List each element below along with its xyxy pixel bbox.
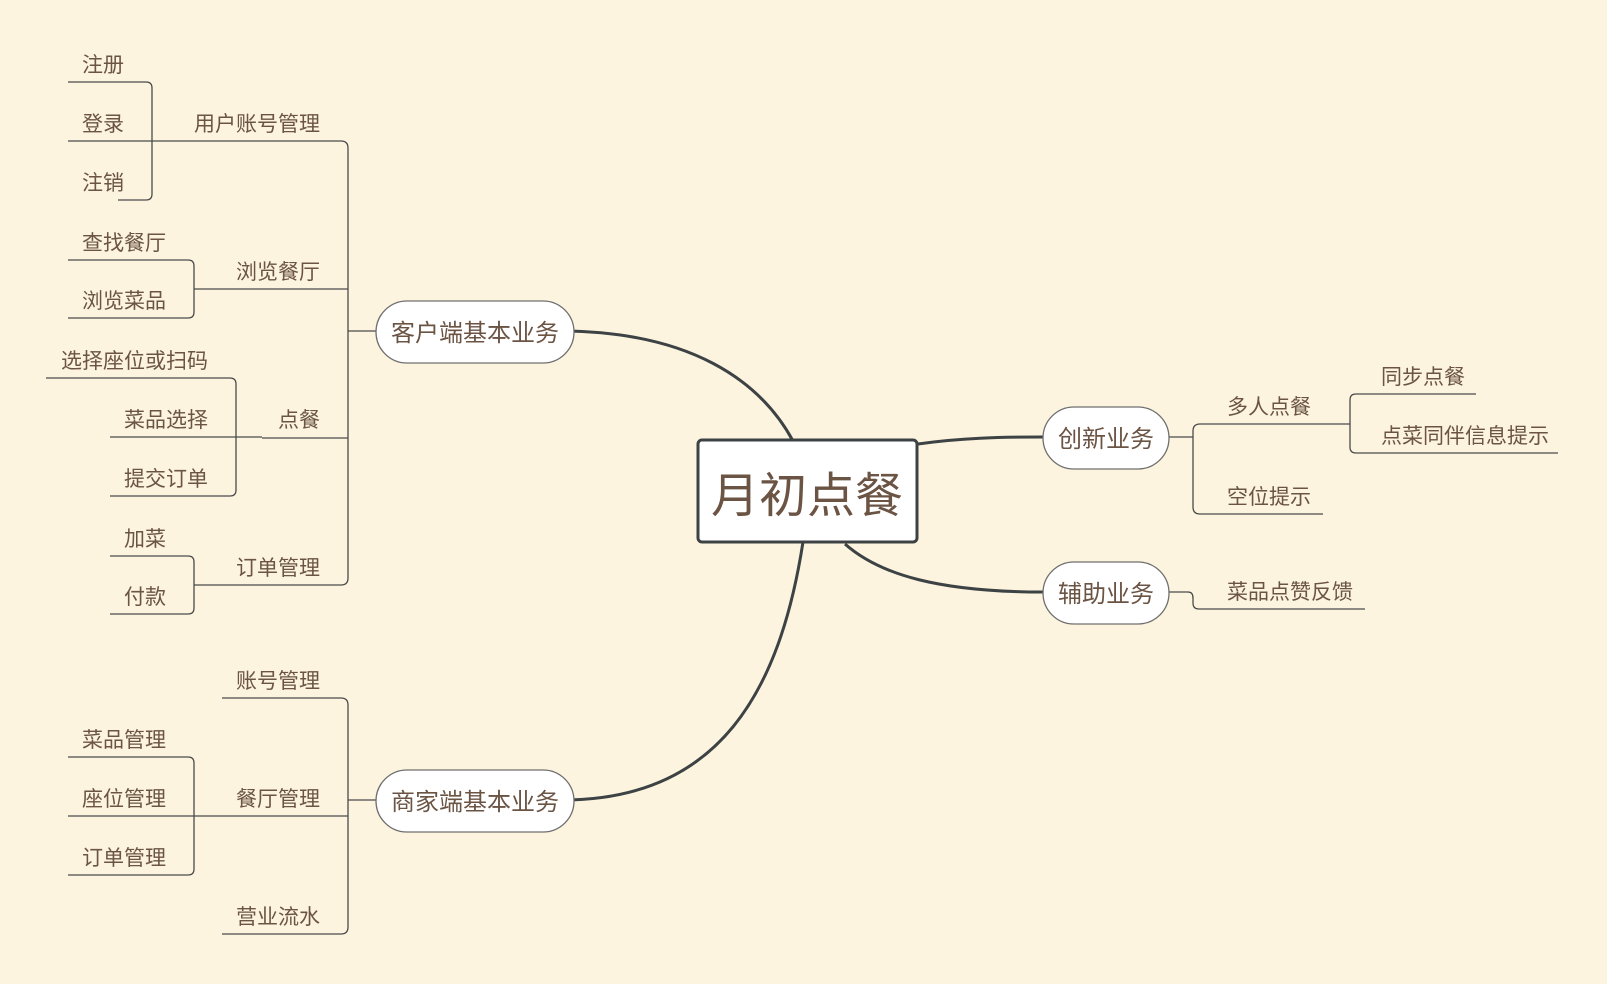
leaf-order-management[interactable]: 订单管理 — [82, 846, 166, 870]
leaf-find-restaurant[interactable]: 查找餐厅 — [82, 231, 166, 255]
branch-assist-label: 辅助业务 — [1058, 580, 1154, 608]
topic-user-account[interactable]: 用户账号管理 — [194, 112, 320, 136]
topic-restaurant-management[interactable]: 餐厅管理 — [236, 787, 320, 811]
topic-order-management[interactable]: 订单管理 — [236, 556, 320, 580]
branch-innovation-label: 创新业务 — [1058, 425, 1154, 453]
center-node-label: 月初点餐 — [711, 468, 903, 524]
branch-assist[interactable]: 辅助业务 — [1042, 561, 1170, 625]
branch-client-label: 客户端基本业务 — [391, 319, 559, 347]
topic-dish-like-feedback[interactable]: 菜品点赞反馈 — [1227, 580, 1353, 604]
leaf-logout[interactable]: 注销 — [82, 171, 124, 195]
connector-center-client — [562, 329, 795, 442]
leaf-register[interactable]: 注册 — [82, 53, 124, 77]
leaf-add-dish[interactable]: 加菜 — [124, 527, 166, 551]
connector-center-assist — [844, 542, 1044, 594]
leaf-browse-dishes[interactable]: 浏览菜品 — [82, 289, 166, 313]
leaf-select-dish[interactable]: 菜品选择 — [124, 408, 208, 432]
client-subtree-lines — [46, 81, 376, 615]
merchant-subtree-lines — [68, 697, 376, 935]
connector-center-merchant — [562, 541, 805, 802]
branch-client[interactable]: 客户端基本业务 — [375, 300, 575, 364]
leaf-companion-info[interactable]: 点菜同伴信息提示 — [1381, 424, 1549, 448]
branch-innovation[interactable]: 创新业务 — [1042, 406, 1170, 470]
leaf-sync-order[interactable]: 同步点餐 — [1381, 365, 1465, 389]
leaf-dish-management[interactable]: 菜品管理 — [82, 728, 166, 752]
center-node[interactable]: 月初点餐 — [696, 438, 919, 544]
assist-subtree-lines — [1167, 591, 1365, 610]
topic-browse-restaurant[interactable]: 浏览餐厅 — [236, 260, 320, 284]
topic-multi-order[interactable]: 多人点餐 — [1227, 395, 1311, 419]
branch-merchant[interactable]: 商家端基本业务 — [375, 769, 575, 833]
leaf-seat-or-scan[interactable]: 选择座位或扫码 — [61, 349, 208, 373]
leaf-submit-order[interactable]: 提交订单 — [124, 467, 208, 491]
topic-business-flow[interactable]: 营业流水 — [236, 905, 320, 929]
topic-order[interactable]: 点餐 — [278, 408, 320, 432]
topic-vacancy-hint[interactable]: 空位提示 — [1227, 485, 1311, 509]
leaf-pay[interactable]: 付款 — [124, 585, 166, 609]
innovation-subtree-lines — [1167, 393, 1558, 515]
branch-merchant-label: 商家端基本业务 — [391, 788, 559, 816]
leaf-login[interactable]: 登录 — [82, 112, 124, 136]
topic-merchant-account[interactable]: 账号管理 — [236, 669, 320, 693]
connector-center-innovation — [917, 435, 1044, 446]
leaf-seat-management[interactable]: 座位管理 — [82, 787, 166, 811]
